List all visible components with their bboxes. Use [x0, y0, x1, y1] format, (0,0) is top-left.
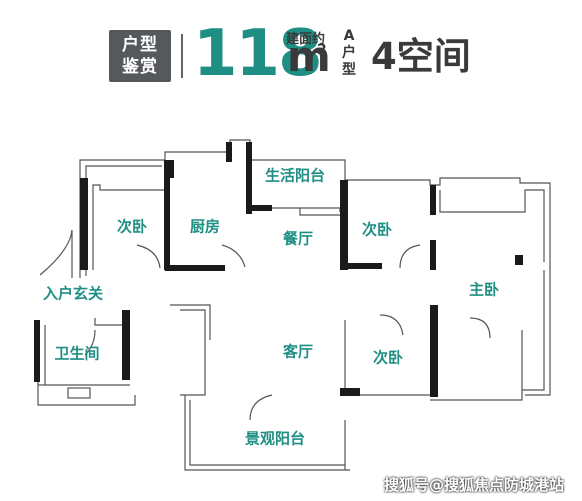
title-badge: 户型 鉴赏: [109, 30, 171, 82]
room-label-master-bedroom: 主卧: [468, 280, 500, 299]
badge-line-2: 鉴赏: [122, 57, 158, 77]
room-label-living: 客厅: [282, 342, 314, 361]
area-label: 建面约: [286, 32, 326, 47]
area-unit: m: [287, 32, 331, 81]
room-label-kitchen: 厨房: [189, 217, 221, 236]
watermark: 搜狐号@搜狐焦点防城港站: [384, 476, 565, 494]
badge-line-1: 户型: [122, 35, 158, 55]
unit-type-char-1: 户: [342, 45, 356, 61]
header: 户型 鉴赏 118 建面约 m 2 A 户 型 4空间: [0, 0, 582, 120]
unit-type-letter: A: [343, 28, 355, 44]
room-label-entrance: 入户玄关: [42, 284, 104, 303]
room-label-bathroom: 卫生间: [54, 344, 100, 363]
header-divider: [181, 34, 183, 78]
room-label-service-balcony: 生活阳台: [264, 166, 326, 185]
room-label-second-bedroom-1: 次卧: [116, 217, 148, 236]
thin-walls: [37, 139, 551, 471]
room-count: 4空间: [371, 35, 471, 78]
area-number: 118: [193, 17, 323, 91]
area-unit-superscript: 2: [317, 42, 327, 58]
room-label-view-balcony: 景观阳台: [244, 429, 306, 448]
room-label-dining: 餐厅: [282, 229, 314, 248]
unit-type-char-2: 型: [342, 62, 356, 78]
room-label-second-bedroom-3: 次卧: [372, 348, 404, 367]
unit-type: A 户 型: [341, 28, 357, 79]
structural-walls: [34, 142, 523, 397]
room-label-second-bedroom-2: 次卧: [361, 220, 393, 239]
